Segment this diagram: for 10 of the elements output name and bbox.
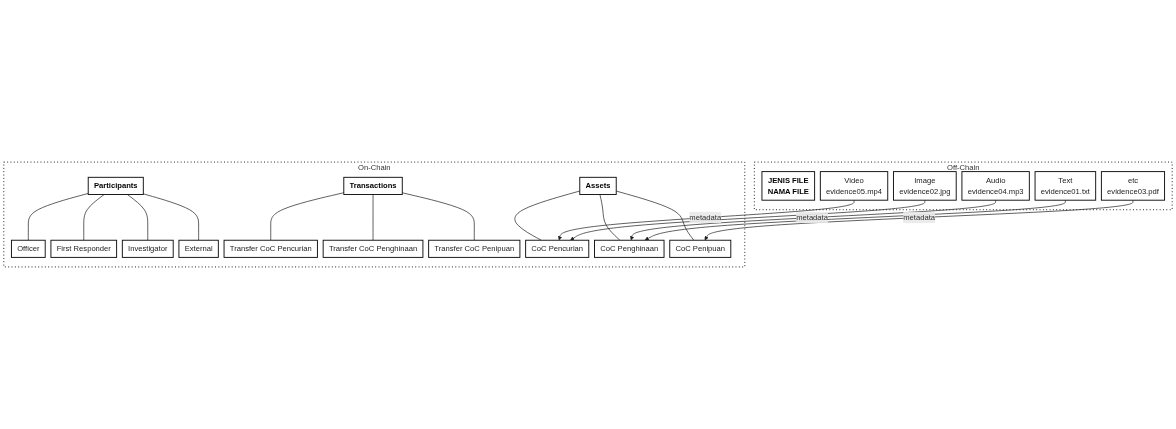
connector — [372, 194, 374, 241]
connector — [27, 193, 89, 241]
connector — [599, 194, 621, 241]
connector — [142, 193, 199, 241]
connector — [83, 194, 105, 241]
connector — [270, 192, 345, 241]
connector — [126, 194, 149, 241]
connector — [514, 190, 581, 241]
connector — [615, 190, 695, 241]
connector — [401, 192, 475, 241]
